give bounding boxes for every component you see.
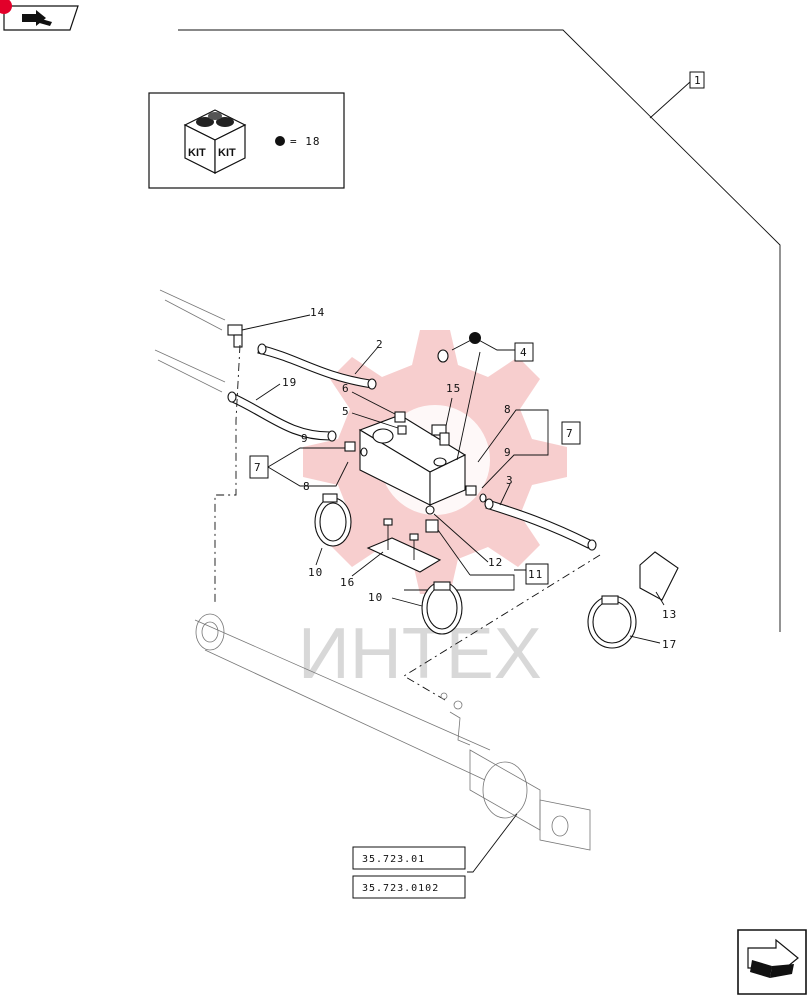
- callout-11-box: 11: [404, 563, 549, 591]
- ghost-hoses: [154, 289, 226, 393]
- part-17-clamp[interactable]: [587, 595, 661, 649]
- callout-4: 4: [520, 346, 528, 359]
- valve-block[interactable]: [358, 414, 467, 506]
- kit-label-left: KIT: [188, 147, 206, 159]
- kit-box-icon: [183, 109, 247, 174]
- part-9-adapter-left[interactable]: [344, 441, 356, 452]
- callout-10-upper: 10: [308, 566, 323, 579]
- callout-17: 17: [662, 638, 677, 651]
- callout-7-right-group: 7: [477, 409, 581, 489]
- reference-boxes: 35.723.01 35.723.0102: [352, 813, 518, 899]
- callout-11: 11: [528, 568, 543, 581]
- part-2-pipe[interactable]: [257, 343, 379, 390]
- part-13-bracket[interactable]: [639, 551, 679, 606]
- reference-1[interactable]: 35.723.01: [362, 854, 425, 865]
- callout-14: 14: [310, 306, 325, 319]
- callout-12: 12: [488, 556, 503, 569]
- callout-7-left: 7: [254, 461, 262, 474]
- callout-15: 15: [446, 382, 461, 395]
- callout-16: 16: [340, 576, 355, 589]
- part-15-elbow[interactable]: [431, 397, 453, 446]
- callout-5: 5: [342, 405, 350, 418]
- callout-19: 19: [282, 376, 297, 389]
- centerline-left: [214, 344, 241, 605]
- book-arrow-icon[interactable]: [0, 0, 79, 31]
- kit-legend: KIT KIT = 18: [148, 92, 345, 189]
- part-6-fitting[interactable]: [351, 391, 406, 423]
- callout-3: 3: [506, 474, 514, 487]
- centerline-right: [403, 554, 601, 701]
- part-3-pipe[interactable]: [484, 483, 597, 551]
- ghost-hydraulic-cylinder: [194, 613, 591, 851]
- part-16-bracket[interactable]: [351, 518, 442, 577]
- kit-label-right: KIT: [218, 147, 236, 159]
- part-10-clamp-upper[interactable]: [314, 493, 352, 566]
- part-14-tee-fitting[interactable]: [227, 314, 311, 348]
- reference-2[interactable]: 35.723.0102: [362, 883, 439, 894]
- callout-7-left-group: 7: [249, 447, 352, 487]
- part-10-clamp-lower[interactable]: [391, 581, 463, 635]
- part-8-seal-right[interactable]: [479, 493, 487, 503]
- callout-4-box: 4: [451, 337, 534, 461]
- part-12-plug[interactable]: [425, 505, 489, 576]
- callout-7-right: 7: [566, 427, 574, 440]
- reference-box-2[interactable]: [352, 875, 466, 899]
- part-5-fitting[interactable]: [351, 412, 407, 435]
- kit-dot-icon: [275, 136, 285, 146]
- callout-6: 6: [342, 382, 350, 395]
- callout-10-lower: 10: [368, 591, 383, 604]
- callout-8-left: 8: [303, 480, 311, 493]
- callout-2: 2: [376, 338, 384, 351]
- callout-9-left: 9: [301, 432, 309, 445]
- callout-9-right: 9: [504, 446, 512, 459]
- part-9-adapter-right[interactable]: [465, 485, 477, 496]
- next-page-arrow-icon[interactable]: [737, 929, 807, 995]
- kit-dot-note: = 18: [290, 135, 321, 148]
- callout-8-right: 8: [504, 403, 512, 416]
- part-8-seal-left[interactable]: [360, 447, 368, 457]
- callout-1: 1: [694, 74, 702, 87]
- callout-13: 13: [662, 608, 677, 621]
- reference-box-1[interactable]: [352, 846, 466, 870]
- watermark-text: ИНТЕХ: [298, 614, 542, 694]
- o-ring-kit[interactable]: [437, 349, 449, 363]
- part-19-pipe[interactable]: [227, 383, 337, 442]
- assembly-frame-line: 1: [178, 29, 781, 632]
